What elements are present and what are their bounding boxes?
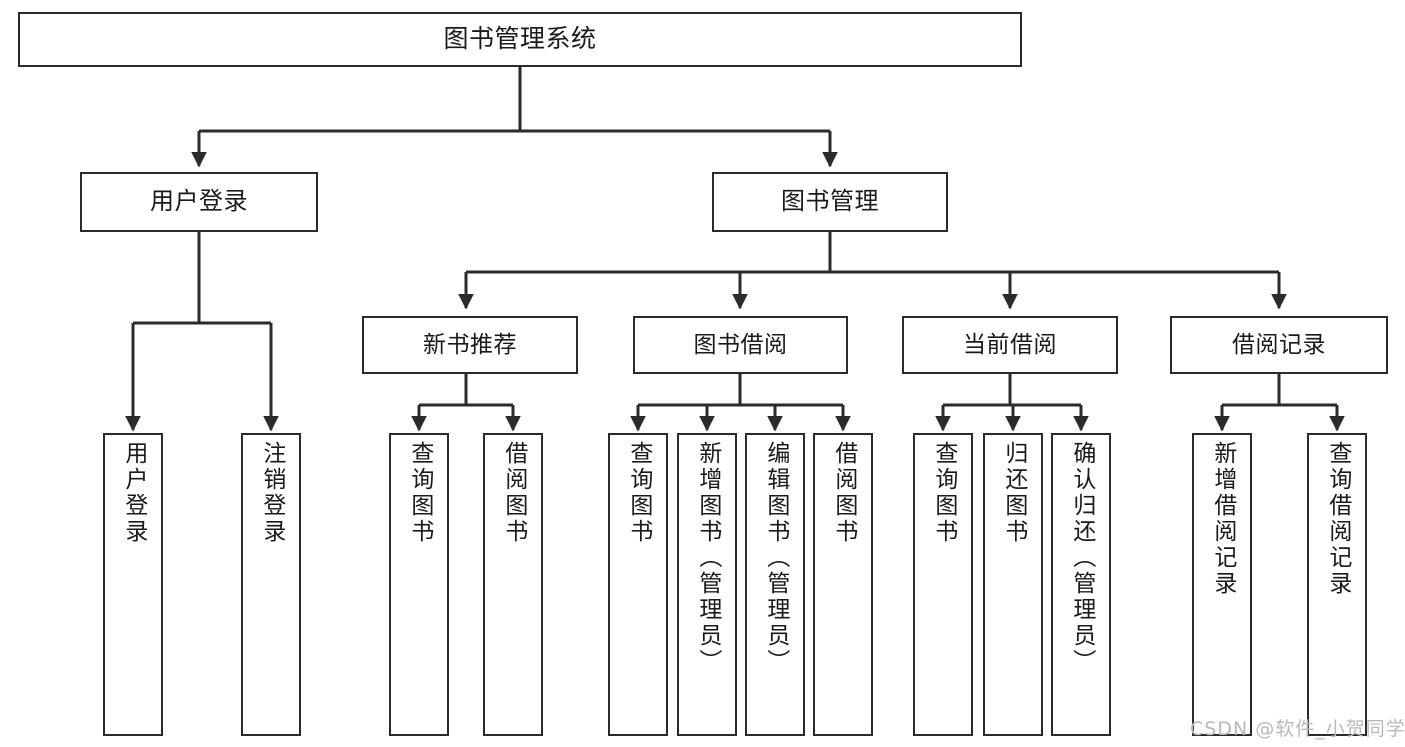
node-root-label: 图书管理系统 (443, 24, 597, 54)
leaf-new-book-borrow[interactable]: 借阅图书 (483, 433, 543, 736)
leaf-book-borrow-edit[interactable]: 编辑图书（管理员） (745, 433, 805, 736)
leaf-borrow-record-add-label: 新增借阅记录 (1209, 441, 1236, 597)
node-borrow-record-label: 借阅记录 (1232, 331, 1326, 358)
node-current-borrow[interactable]: 当前借阅 (902, 316, 1118, 374)
leaf-book-borrow-borrow[interactable]: 借阅图书 (813, 433, 873, 736)
node-book-borrow[interactable]: 图书借阅 (633, 316, 848, 374)
node-root-system[interactable]: 图书管理系统 (18, 12, 1022, 67)
leaf-current-borrow-query[interactable]: 查询图书 (913, 433, 973, 736)
leaf-current-borrow-return[interactable]: 归还图书 (983, 433, 1043, 736)
leaf-book-borrow-add-label: 新增图书（管理员） (694, 441, 721, 675)
leaf-new-book-borrow-label: 借阅图书 (500, 441, 527, 545)
leaf-user-login-logout-label: 注销登录 (258, 441, 285, 545)
leaf-user-login-login-label: 用户登录 (120, 441, 147, 545)
node-new-book-recommend[interactable]: 新书推荐 (362, 316, 578, 374)
leaf-book-borrow-query[interactable]: 查询图书 (608, 433, 668, 736)
leaf-book-borrow-borrow-label: 借阅图书 (830, 441, 857, 545)
leaf-current-borrow-return-label: 归还图书 (1000, 441, 1027, 545)
leaf-current-borrow-confirm[interactable]: 确认归还（管理员） (1051, 433, 1111, 736)
leaf-current-borrow-query-label: 查询图书 (930, 441, 957, 545)
leaf-book-borrow-edit-label: 编辑图书（管理员） (762, 441, 789, 675)
leaf-user-login-login[interactable]: 用户登录 (103, 433, 163, 736)
node-book-borrow-label: 图书借阅 (693, 331, 788, 358)
node-user-login[interactable]: 用户登录 (80, 172, 318, 232)
node-new-book-recommend-label: 新书推荐 (423, 331, 517, 358)
leaf-new-book-query-label: 查询图书 (406, 441, 433, 545)
node-user-login-label: 用户登录 (150, 187, 248, 216)
leaf-borrow-record-query[interactable]: 查询借阅记录 (1307, 433, 1367, 736)
leaf-user-login-logout[interactable]: 注销登录 (241, 433, 301, 736)
node-book-management-label: 图书管理 (781, 187, 879, 216)
leaf-current-borrow-confirm-label: 确认归还（管理员） (1068, 441, 1095, 675)
leaf-new-book-query[interactable]: 查询图书 (389, 433, 449, 736)
leaf-borrow-record-query-label: 查询借阅记录 (1324, 441, 1351, 597)
leaf-book-borrow-add[interactable]: 新增图书（管理员） (677, 433, 737, 736)
leaf-book-borrow-query-label: 查询图书 (625, 441, 652, 545)
node-book-management[interactable]: 图书管理 (712, 172, 948, 232)
leaf-borrow-record-add[interactable]: 新增借阅记录 (1192, 433, 1252, 736)
node-borrow-record[interactable]: 借阅记录 (1170, 316, 1388, 374)
node-current-borrow-label: 当前借阅 (963, 331, 1057, 358)
